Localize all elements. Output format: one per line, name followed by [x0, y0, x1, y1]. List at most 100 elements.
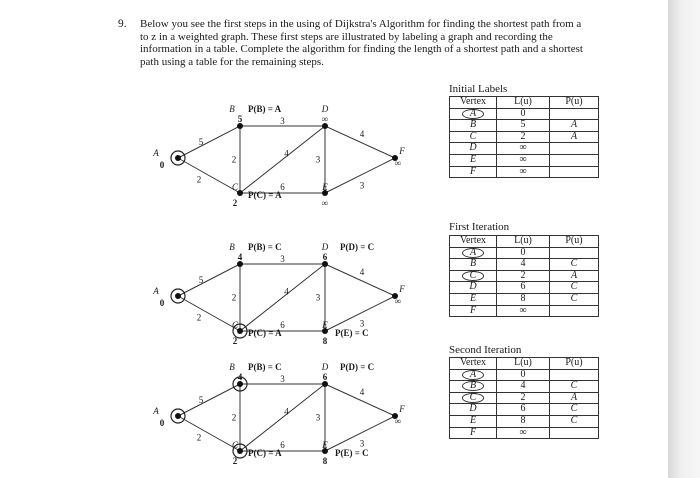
table-caption-first: First Iteration: [449, 221, 510, 233]
dist-label-E: ∞: [322, 198, 328, 208]
vertex-name: D: [469, 142, 477, 154]
edge-AC: [177, 157, 241, 194]
vertex-name: C: [469, 130, 477, 142]
vertex-name-C: C: [232, 320, 239, 330]
vertex-cell: E: [449, 292, 497, 306]
column-header: L(u): [496, 96, 550, 109]
dist-label-D: 6: [323, 372, 328, 382]
edge-weight-DE: 3: [316, 293, 321, 303]
edge-weight-AC: 2: [197, 313, 202, 323]
vertex-name: E: [469, 292, 477, 304]
vertex-name: C: [461, 270, 485, 281]
vertex-name-C: C: [232, 182, 239, 192]
visited-ring-C: [232, 323, 248, 339]
vertex-name-F: F: [398, 404, 405, 414]
edge-EF: [324, 157, 396, 194]
table-caption-initial: Initial Labels: [449, 83, 508, 95]
label-cell: ∞: [496, 142, 550, 155]
predecessor-cell: A: [549, 130, 599, 144]
table-row: E∞: [449, 153, 599, 167]
predecessor-cell: C: [549, 292, 599, 306]
predecessor-cell: A: [549, 391, 599, 405]
vertex-name-A: A: [152, 406, 159, 416]
vertex-B: [237, 261, 243, 267]
vertex-name: D: [469, 281, 477, 293]
edge-weight-BC: 2: [232, 155, 237, 165]
pred-label-B: P(B) = C: [248, 362, 282, 372]
vertex-cell: A: [449, 107, 497, 121]
vertex-cell: D: [449, 142, 497, 155]
edge-weight-DE: 3: [316, 155, 321, 165]
pred-label-E: P(E) = C: [335, 328, 369, 338]
edge-weight-EF: 3: [360, 439, 365, 449]
dist-label-F: ∞: [395, 296, 401, 306]
edge-weight-DE: 3: [316, 413, 321, 423]
dist-label-C: 2: [233, 456, 238, 466]
vertex-name-D: D: [321, 242, 329, 252]
pred-label-D: P(D) = C: [340, 242, 374, 252]
visited-ring-A: [170, 408, 186, 424]
predecessor-cell: [549, 107, 599, 121]
column-header: Vertex: [449, 357, 497, 370]
visited-ring-C: [232, 443, 248, 459]
label-cell: 2: [496, 391, 550, 405]
vertex-D: [322, 381, 328, 387]
label-cell: ∞: [496, 304, 550, 318]
predecessor-cell: C: [549, 258, 599, 271]
vertex-C: [237, 190, 243, 196]
predecessor-cell: C: [549, 403, 599, 416]
label-cell: 2: [496, 130, 550, 144]
edge-weight-BD: 3: [280, 374, 285, 384]
edge-weight-AB: 5: [199, 137, 204, 147]
worksheet-page: 9. Below you see the first steps in the …: [0, 0, 668, 478]
vertex-E: [322, 328, 328, 334]
vertex-name-D: D: [321, 104, 329, 114]
label-cell: 5: [496, 119, 550, 132]
edge-weight-DF: 4: [360, 129, 365, 139]
vertex-cell: F: [449, 304, 497, 318]
predecessor-cell: [549, 165, 599, 179]
vertex-cell: E: [449, 414, 497, 428]
vertex-cell: A: [449, 368, 497, 382]
vertex-cell: E: [449, 153, 497, 167]
label-cell: ∞: [496, 426, 550, 440]
label-cell: 6: [496, 281, 550, 294]
vertex-name-E: E: [321, 320, 328, 330]
dist-label-F: ∞: [395, 416, 401, 426]
label-cell: 8: [496, 414, 550, 428]
label-cell: ∞: [496, 165, 550, 179]
dist-label-E: 8: [323, 336, 328, 346]
dist-label-B: 4: [238, 252, 243, 262]
edge-weight-BC: 2: [232, 293, 237, 303]
edge-weight-AC: 2: [197, 175, 202, 185]
edge-weight-EF: 3: [360, 319, 365, 329]
predecessor-cell: [549, 142, 599, 155]
edge-weight-BC: 2: [232, 413, 237, 423]
vertex-cell: B: [449, 380, 497, 393]
pred-label-C: P(C) = A: [248, 190, 282, 200]
edge-AB: [177, 383, 241, 417]
pred-label-E: P(E) = C: [335, 448, 369, 458]
vertex-name-F: F: [398, 146, 405, 156]
vertex-B: [237, 123, 243, 129]
dist-label-E: 8: [323, 456, 328, 466]
label-cell: 4: [496, 380, 550, 393]
vertex-A: [175, 413, 181, 419]
vertex-name: E: [469, 153, 477, 165]
edge-AC: [177, 295, 241, 332]
edge-weight-AC: 2: [197, 433, 202, 443]
vertex-name-B: B: [229, 362, 235, 372]
